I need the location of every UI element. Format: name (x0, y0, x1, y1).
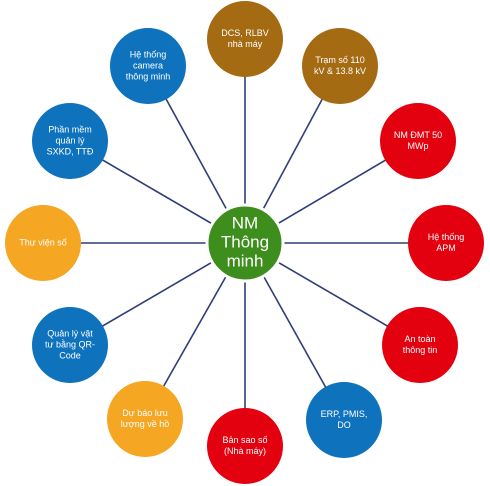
node-label-line: Code (59, 350, 81, 360)
node-label-line: NM ĐMT 50 (394, 130, 442, 140)
node-circle (382, 307, 458, 383)
node-erp-pmis-do: ERP, PMIS,DO (306, 382, 382, 458)
hub-circle (205, 203, 285, 283)
node-circle (408, 205, 484, 281)
node-label-line: tư bằng QR- (45, 339, 95, 349)
node-label-line: Dự báo lưu (122, 408, 168, 418)
node-label-line: quản lý (55, 135, 85, 145)
node-ban-sao-so: Bản sao số(Nhà máy) (207, 408, 283, 484)
node-label-line: lượng về hồ (121, 419, 169, 429)
node-circle (306, 382, 382, 458)
node-label-line: SXKD, TTĐ (47, 146, 94, 156)
node-circle (380, 103, 456, 179)
node-label-line: (Nhà máy) (224, 446, 266, 456)
node-label-line: An toàn (404, 334, 435, 344)
node-thu-vien-so: Thư viện số (5, 205, 81, 281)
node-label-line: camera (133, 60, 163, 70)
hub-label-line: Thông (221, 232, 269, 251)
node-label-line: thông minh (126, 71, 171, 81)
hub-label-line: minh (227, 251, 264, 270)
node-label-line: kV & 13.8 kV (314, 66, 366, 76)
node-label-line: ERP, PMIS, (321, 409, 368, 419)
node-circle (207, 1, 283, 77)
node-circle (302, 28, 378, 104)
node-label-line: Hệ thống (428, 232, 465, 242)
node-circle (5, 205, 81, 281)
node-label-line: DO (337, 420, 351, 430)
node-label-line: MWp (408, 141, 429, 151)
hub-label-line: NM (232, 213, 258, 232)
node-label-line: thông tin (403, 345, 438, 355)
node-label-line: Trạm số 110 (315, 55, 365, 65)
node-label-line: Thư viện số (19, 237, 67, 247)
node-label-line: Hệ thống (130, 49, 167, 59)
node-label-line: Phần mềm (48, 124, 92, 134)
node-label-line: DCS, RLBV (221, 28, 269, 38)
node-circle (107, 381, 183, 457)
node-label-line: nhà máy (228, 39, 263, 49)
node-circle (32, 307, 108, 383)
node-circle (32, 103, 108, 179)
node-label-line: Quản lý vật (47, 328, 93, 338)
node-circle (207, 408, 283, 484)
node-label-line: Bản sao số (222, 435, 267, 445)
node-circle (110, 28, 186, 104)
node-label-line: APM (436, 243, 456, 253)
